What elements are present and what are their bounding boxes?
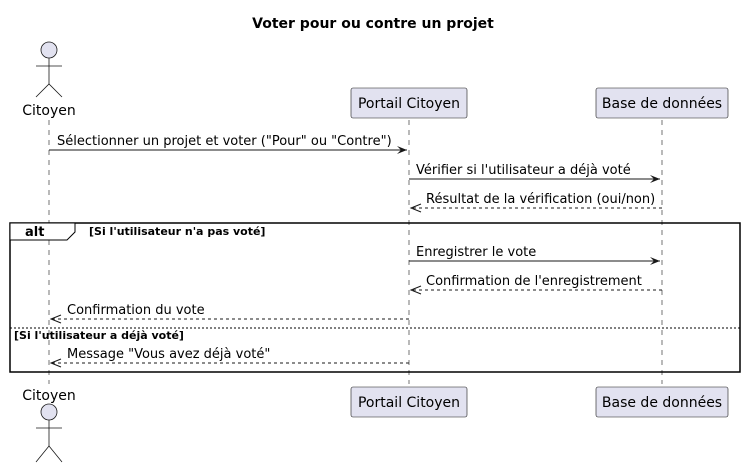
arrow-head-icon — [650, 257, 660, 265]
message-label: Résultat de la vérification (oui/non) — [426, 192, 655, 207]
actor-citoyen-bottom: Citoyen — [22, 388, 76, 463]
alt-frame-tab — [9, 222, 76, 241]
diagram-title: Voter pour ou contre un projet — [252, 16, 494, 32]
message-2: Vérifier si l'utilisateur a déjà voté — [409, 163, 660, 183]
alt-guard-2: [Si l'utilisateur a déjà voté] — [14, 329, 184, 342]
message-4: Enregistrer le vote — [409, 245, 660, 265]
actor-legs — [35, 83, 63, 98]
message-3: Résultat de la vérification (oui/non) — [409, 192, 662, 213]
arrow-head-icon — [49, 314, 62, 324]
actor-citoyen-label-bottom: Citoyen — [22, 388, 76, 404]
actor-legs — [35, 445, 63, 463]
message-7: Message "Vous avez déjà voté" — [49, 347, 409, 368]
actor-head — [40, 41, 58, 59]
participant-box — [595, 386, 729, 418]
participant-portail-citoyen-bottom: Portail Citoyen — [350, 386, 468, 418]
arrow-head-icon — [650, 175, 660, 183]
participant-box — [350, 386, 468, 418]
arrow-head-icon — [409, 285, 422, 295]
participant-base-de-donnees-label-top: Base de données — [602, 96, 722, 112]
message-label: Message "Vous avez déjà voté" — [67, 347, 270, 362]
message-5: Confirmation de l'enregistrement — [409, 274, 662, 295]
arrow-head-icon — [49, 358, 62, 368]
participant-base-de-donnees-label-bottom: Base de données — [602, 395, 722, 411]
participant-box — [350, 87, 468, 119]
alt-frame: alt [Si l'utilisateur n'a pas voté] [Si … — [9, 222, 741, 373]
actor-citoyen-top: Citoyen — [22, 41, 76, 119]
actor-head — [40, 403, 58, 421]
participant-box — [595, 87, 729, 119]
participant-base-de-donnees-top: Base de données — [595, 87, 729, 119]
message-label: Sélectionner un projet et voter ("Pour" … — [57, 134, 392, 149]
participant-base-de-donnees-bottom: Base de données — [595, 386, 729, 418]
message-label: Enregistrer le vote — [416, 245, 536, 260]
alt-guard-1: [Si l'utilisateur n'a pas voté] — [89, 225, 265, 238]
message-label: Confirmation de l'enregistrement — [426, 274, 642, 289]
message-label: Confirmation du vote — [67, 303, 205, 318]
message-label: Vérifier si l'utilisateur a déjà voté — [416, 163, 631, 178]
participant-portail-citoyen-label-top: Portail Citoyen — [358, 96, 460, 112]
actor-citoyen-label-top: Citoyen — [22, 103, 76, 119]
alt-keyword: alt — [25, 225, 44, 240]
alt-frame-border — [9, 222, 741, 373]
message-6: Confirmation du vote — [49, 303, 409, 324]
arrow-head-icon — [409, 203, 422, 213]
participant-portail-citoyen-label-bottom: Portail Citoyen — [358, 395, 460, 411]
arrow-head-icon — [397, 146, 407, 154]
message-1: Sélectionner un projet et voter ("Pour" … — [49, 134, 407, 154]
participant-portail-citoyen-top: Portail Citoyen — [350, 87, 468, 119]
